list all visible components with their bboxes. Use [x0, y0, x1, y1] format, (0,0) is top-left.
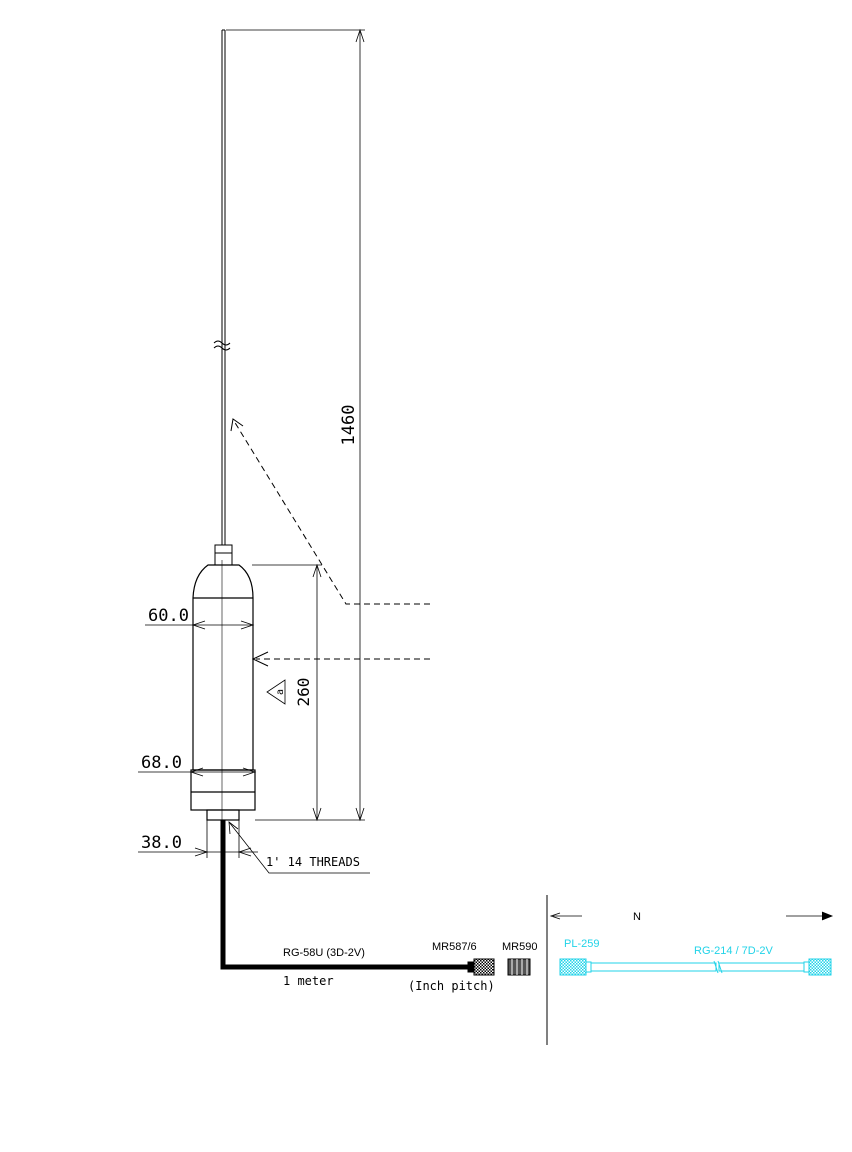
whip-ferrule [215, 545, 232, 565]
extension-connector-label: PL-259 [564, 938, 599, 950]
leader-arrowheads [231, 419, 268, 666]
thread-label: 1' 14 THREADS [266, 855, 360, 869]
mr587-connector [468, 959, 494, 975]
mr590-adapter [508, 959, 530, 975]
extension-length-label: N [633, 911, 641, 923]
extension-cable-label: RG-214 / 7D-2V [694, 945, 774, 957]
pitch-note: (Inch pitch) [408, 979, 495, 993]
dashed-leaders [234, 421, 430, 659]
extension-cable [560, 959, 831, 975]
top-diameter-label: 60.0 [148, 606, 189, 626]
base-diameter-label: 38.0 [141, 833, 182, 853]
cable-length-label: 1 meter [283, 974, 334, 988]
adapter-label: MR590 [502, 941, 537, 953]
connector-label: MR587/6 [432, 941, 477, 953]
antenna-body [191, 565, 255, 820]
overall-height-label: 1460 [339, 405, 359, 446]
revision-marker: a [267, 680, 286, 704]
cable-type-label: RG-58U (3D-2V) [283, 947, 365, 959]
extension-length-dimension [551, 912, 832, 920]
whip-element [214, 30, 230, 545]
body-length-label: 260 [294, 678, 313, 707]
bottom-diameter-label: 68.0 [141, 753, 182, 773]
svg-text:a: a [275, 689, 286, 695]
